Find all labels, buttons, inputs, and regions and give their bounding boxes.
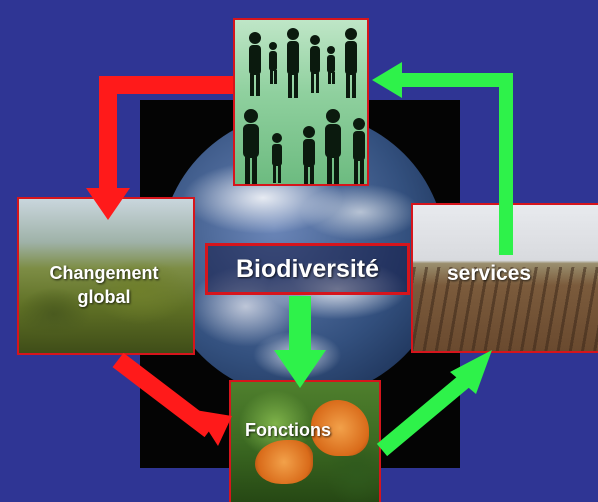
butterfly-photo: Fonctions — [229, 380, 381, 502]
green-arrow-functions-to-services — [376, 350, 492, 457]
butterfly-left-wing — [255, 440, 313, 484]
people-silhouettes-image — [233, 18, 369, 186]
functions-label: Fonctions — [245, 420, 331, 440]
red-arrow-global-change-to-functions — [112, 352, 232, 446]
green-arrow-services-to-people — [372, 62, 513, 255]
biodiversity-label: Biodiversité — [235, 255, 380, 283]
global-change-label: Changement global — [29, 261, 179, 309]
global-change-label-line-1: Changement — [49, 263, 159, 283]
global-change-label-line-2: global — [77, 287, 131, 307]
butterfly-right-wing — [311, 400, 369, 456]
green-arrow-center-to-functions — [274, 296, 326, 388]
services-label: services — [447, 262, 532, 285]
forest-photo: Changement global — [17, 197, 195, 355]
red-arrow-people-to-global-change — [86, 76, 233, 220]
field-rows — [413, 267, 598, 351]
people-silhouettes — [243, 28, 365, 184]
biodiversity-box: Biodiversité — [205, 243, 410, 295]
